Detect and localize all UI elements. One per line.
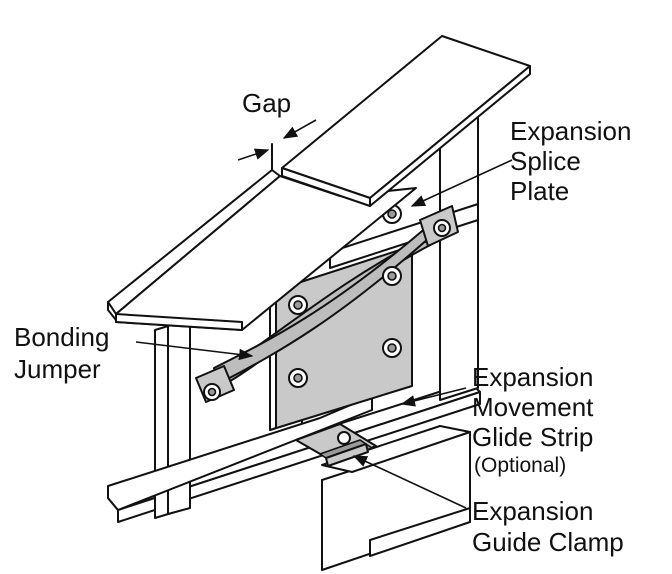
bonding-jumper-label-line2: Jumper [14, 354, 101, 384]
splice-bolts [203, 204, 451, 401]
guide-clamp-label-line2: Guide Clamp [472, 527, 624, 557]
glide-strip-leader [400, 387, 467, 407]
bottom-channel [321, 425, 471, 571]
label-bonding-jumper: Bonding Jumper [14, 322, 109, 384]
label-gap: Gap [242, 88, 291, 118]
gap-label: Gap [242, 88, 291, 118]
guide-clamp-leader [352, 455, 467, 509]
glide-strip-label-line1: Expansion [472, 362, 593, 392]
top-flange-left [107, 169, 417, 331]
label-splice-plate: Expansion Splice Plate [510, 116, 631, 206]
splice-plate-label-line3: Plate [510, 176, 569, 206]
glide-strip-label-line2: Movement [472, 392, 594, 422]
glide-strip-label-line3: Glide Strip [472, 422, 593, 452]
guide-clamp-label-line1: Expansion [472, 496, 593, 526]
splice-plate-label-line2: Splice [510, 146, 581, 176]
leader-lines [135, 159, 513, 509]
splice-plate-label-line1: Expansion [510, 116, 631, 146]
gap-dimension [237, 119, 317, 171]
splice-plate-leader [410, 159, 513, 207]
label-guide-clamp: Expansion Guide Clamp [472, 496, 624, 557]
near-lower-flange [107, 395, 373, 511]
glide-strip-note: (Optional) [474, 454, 566, 477]
label-glide-strip: Expansion Movement Glide Strip (Optional… [472, 362, 594, 477]
guide-clamp [295, 423, 377, 467]
bonding-jumper-label-line1: Bonding [14, 322, 109, 352]
top-flange-right [281, 35, 531, 207]
bonding-jumper-leader [135, 341, 254, 361]
